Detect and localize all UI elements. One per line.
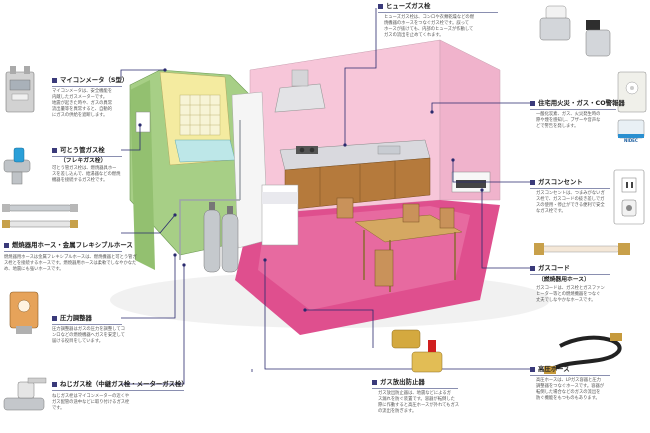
label-marker-icon bbox=[530, 366, 535, 372]
high-pressure-hose-desc: 高圧ホースは、LPガス容器と圧力 調整器をつなぐホースです。容器が 転倒した場合… bbox=[536, 378, 605, 401]
label-leak-stopper: ガス放出防止器 bbox=[372, 376, 458, 389]
gas-cord-sublabel: （燃焼器用ホース） bbox=[538, 277, 590, 283]
label-gas-outlet: ガスコンセント bbox=[530, 176, 610, 189]
label-marker-icon bbox=[530, 265, 535, 271]
label-flexible-cock: 可とう管ガス栓 bbox=[52, 144, 122, 157]
label-marker-icon bbox=[530, 179, 535, 185]
pressure-regulator-title: 圧力調整器 bbox=[60, 313, 92, 322]
label-gas-cord: ガスコード bbox=[530, 262, 610, 275]
leak-stopper-icon bbox=[391, 329, 443, 373]
leak-stopper-desc: ガス放出防止器は、地震などによるガ ス漏れを防ぐ装置です。容器が転倒した 際に作… bbox=[378, 391, 460, 414]
label-pressure-regulator: 圧力調整器 bbox=[52, 312, 122, 325]
micon-meter-icon bbox=[5, 66, 35, 113]
flexible-hose-icon bbox=[2, 204, 78, 228]
label-marker-icon bbox=[52, 381, 57, 387]
gas-outlet-icon bbox=[613, 169, 645, 225]
label-screw-cock: ねじガス栓（中継ガス栓・メーターガス栓） bbox=[52, 378, 188, 391]
gas-outlet-desc: ガスコンセントは、つまみがないガ ス栓で、ガスコードの抜き差しでガ スの使用・停… bbox=[536, 191, 605, 214]
label-flexible-hose: 燃焼器用ホース・金属フレキシブルホース bbox=[4, 239, 133, 252]
flexible-cock-sublabel: （フレキガス栓） bbox=[60, 158, 107, 164]
micon-meter-title: マイコンメータ（S型） bbox=[60, 75, 129, 84]
screw-cock-icon bbox=[3, 377, 47, 411]
flexible-hose-title: 燃焼器用ホース・金属フレキシブルホース bbox=[12, 240, 133, 249]
fuse-cock-desc: ヒューズガス栓は、コンロや衣類乾燥などの燃 焼機器のホースをつなぐガス栓です。誤… bbox=[384, 15, 475, 38]
micon-meter-desc: マイコンメータは、安全機能を 内蔵したガスメーターです。 地震が起きた時や、ガス… bbox=[52, 89, 113, 118]
label-marker-icon bbox=[378, 3, 383, 9]
flexible-cock-desc: 可とう管ガス栓は、燃焼器具ホー スを差し込んで、給湯器などの燃焼 機器を接続する… bbox=[52, 166, 121, 183]
label-marker-icon bbox=[52, 315, 57, 321]
label-fuse-cock: ヒューズガス栓 bbox=[378, 0, 498, 13]
label-marker-icon bbox=[52, 147, 57, 153]
high-pressure-hose-title: 高圧ホース bbox=[538, 364, 570, 373]
label-fire-alarm: 住宅用火災・ガス・CO警報器 bbox=[530, 97, 625, 110]
fire-alarm-desc: 一酸化炭素、ガス、火災発生時の 際や煙を感知し、ブザーや音声な どで警告を発しま… bbox=[536, 112, 601, 129]
gas-cord-title: ガスコード bbox=[538, 263, 570, 272]
flexible-cock-title: 可とう管ガス栓 bbox=[60, 145, 105, 154]
high-pressure-hose-icon bbox=[544, 333, 622, 374]
fuse-cock-title: ヒューズガス栓 bbox=[386, 1, 431, 10]
label-marker-icon bbox=[372, 379, 377, 385]
flexible-cock-icon bbox=[3, 147, 31, 185]
alarm-brand-text: NIDEC bbox=[624, 138, 638, 143]
fuse-cock-icon bbox=[539, 5, 611, 57]
label-marker-icon bbox=[4, 242, 9, 248]
pressure-regulator-icon bbox=[9, 291, 39, 334]
gas-alarm-icon bbox=[617, 71, 647, 139]
pressure-regulator-desc: 圧力調整器はガスの圧力を調整してコ ンロなどの燃焼機器へガスを安定して 届ける役… bbox=[52, 327, 125, 344]
fire-alarm-title: 住宅用火災・ガス・CO警報器 bbox=[538, 98, 625, 107]
label-high-pressure-hose: 高圧ホース bbox=[530, 363, 610, 376]
label-micon-meter: マイコンメータ（S型） bbox=[52, 74, 128, 87]
screw-cock-desc: ねじガス栓はマイコンメーターの近くや ガス配管の途中などに取り付けるガス栓 です… bbox=[52, 394, 130, 411]
flexible-hose-desc: 燃焼器用ホースは金属フレキシブルホースは、燃焼機器と可とう管ガ ス栓とを接続する… bbox=[4, 255, 137, 272]
gas-outlet-title: ガスコンセント bbox=[538, 177, 583, 186]
screw-cock-title: ねじガス栓（中継ガス栓・メーターガス栓） bbox=[60, 379, 188, 388]
label-marker-icon bbox=[530, 100, 535, 106]
label-marker-icon bbox=[52, 77, 57, 83]
gas-cord-icon bbox=[534, 243, 630, 255]
leak-stopper-title: ガス放出防止器 bbox=[380, 377, 425, 386]
gas-cord-desc: ガスコードは、ガス栓とガスファン ヒーター等との燃焼機器をつなぐ 丈夫でしなやか… bbox=[536, 286, 605, 303]
